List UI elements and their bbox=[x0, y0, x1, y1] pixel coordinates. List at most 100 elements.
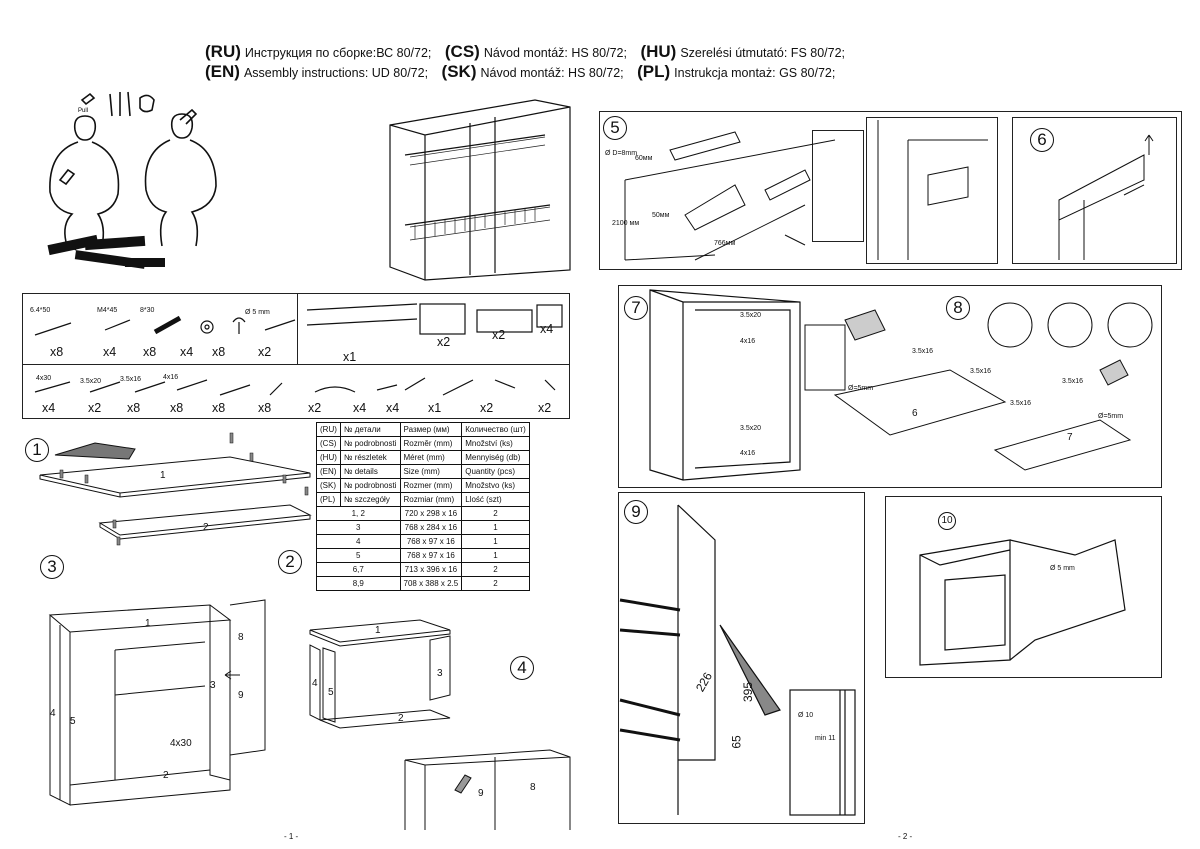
step-6-box bbox=[1012, 117, 1177, 264]
step-8-screw-d: 3.5x16 bbox=[1062, 378, 1084, 385]
step-9-diameter: Ø 10 bbox=[798, 712, 814, 719]
hardware-divider-h bbox=[22, 364, 569, 365]
step-7-number: 7 bbox=[624, 296, 648, 320]
step-5-50mm: 50мм bbox=[652, 212, 670, 219]
lang-code-sk: (SK) bbox=[441, 62, 477, 81]
hw-qty-1: x8 bbox=[50, 345, 64, 359]
step-3-panel-9: 9 bbox=[238, 690, 244, 701]
step-7-drawing bbox=[649, 289, 801, 481]
step-10-diameter: Ø 5 mm bbox=[1050, 565, 1075, 572]
hw-qty-r2-9: x4 bbox=[386, 401, 400, 415]
step-10-panel bbox=[885, 496, 1162, 678]
step-3-number: 3 bbox=[40, 555, 64, 579]
step-2-panel-3: 3 bbox=[437, 668, 443, 679]
step-4-drawing bbox=[404, 749, 571, 830]
hw-qty-r2-4: x8 bbox=[170, 401, 184, 415]
hw-qty-r2-6: x8 bbox=[258, 401, 272, 415]
step-2-panel-1: 1 bbox=[375, 625, 381, 636]
step-5-drawing bbox=[624, 131, 836, 261]
hw-label-6-4x50: 6.4*50 bbox=[30, 307, 51, 314]
step-5-divider-1 bbox=[866, 117, 998, 264]
hardware-row1-drawings bbox=[34, 303, 563, 396]
hw-qty-r2-11: x2 bbox=[480, 401, 494, 415]
step-5-2100mm: 2100 мм bbox=[612, 220, 640, 227]
step-9-drawing bbox=[619, 504, 856, 816]
step-8-screw-b: 3.5x16 bbox=[970, 368, 992, 375]
step-1-number: 1 bbox=[25, 438, 49, 462]
step-8-drawing bbox=[804, 302, 1153, 471]
hw-qty-cap: x4 bbox=[540, 322, 554, 336]
hw-qty-r2-12: x2 bbox=[538, 401, 552, 415]
hw-qty-2: x4 bbox=[103, 345, 117, 359]
hw-qty-4: x4 bbox=[180, 345, 194, 359]
step-1-panel-2: 2 bbox=[203, 522, 209, 533]
step-2-panel-2: 2 bbox=[398, 713, 404, 724]
tools-and-people-illustration: Pull bbox=[47, 91, 217, 269]
title-en: Assembly instructions: UD 80/72; bbox=[243, 66, 429, 80]
hw-qty-bracket: x2 bbox=[437, 335, 451, 349]
step-9-dim-65: 65 bbox=[729, 735, 744, 749]
step-5-drill-diameter: Ø D=8mm bbox=[605, 150, 638, 157]
lang-code-pl: (PL) bbox=[637, 62, 671, 81]
hw-label-4x30: 4x30 bbox=[36, 375, 52, 382]
step-8-number: 8 bbox=[946, 296, 970, 320]
step-3-panel-2: 2 bbox=[163, 770, 169, 781]
title-sk: Návod montáž: HS 80/72; bbox=[480, 66, 624, 80]
step-8-drill-a: Ø=5mm bbox=[848, 385, 874, 392]
step-8-panel-7: 7 bbox=[1067, 432, 1073, 443]
step-3-panel-8: 8 bbox=[238, 632, 244, 643]
step-4-panel-9: 9 bbox=[478, 788, 484, 799]
step-6-drawing bbox=[1058, 134, 1154, 260]
hw-qty-5: x8 bbox=[212, 345, 226, 359]
hw-qty-rail: x2 bbox=[492, 328, 506, 342]
step-10-drawing bbox=[919, 539, 1126, 666]
hw-label-8x30: 8*30 bbox=[140, 307, 155, 314]
step-5-detail-drawing bbox=[877, 120, 988, 260]
hw-label-m4x45: M4*45 bbox=[97, 307, 118, 314]
hw-label-3-5x16: 3.5x16 bbox=[120, 376, 142, 383]
step-5-766mm: 766мм bbox=[714, 240, 736, 247]
hw-qty-r2-10: x1 bbox=[428, 401, 442, 415]
step-9-min: min 11 bbox=[815, 735, 836, 742]
step-7-screw-b: 4x16 bbox=[740, 338, 756, 345]
lang-code-hu: (HU) bbox=[640, 42, 677, 61]
title-pl: Instrukcja montaż: GS 80/72; bbox=[674, 66, 836, 80]
hw-qty-r2-8: x4 bbox=[353, 401, 367, 415]
step-1-drawing bbox=[39, 432, 312, 546]
step-8-screw-c: 3.5x16 bbox=[1010, 400, 1032, 407]
hw-qty-rack: x1 bbox=[343, 350, 357, 364]
step-3-drawing bbox=[48, 599, 266, 806]
hw-qty-6: x2 bbox=[258, 345, 272, 359]
hw-qty-3: x8 bbox=[143, 345, 157, 359]
step-5-number: 5 bbox=[603, 116, 627, 140]
step-4-number: 4 bbox=[510, 656, 534, 680]
step-2-number: 2 bbox=[278, 550, 302, 574]
hw-label-5mm: Ø 5 mm bbox=[245, 309, 270, 316]
title-ru: Инструкция по сборке:ВС 80/72; bbox=[244, 46, 432, 60]
title-hu: Szerelési útmutató: FS 80/72; bbox=[680, 46, 846, 60]
hw-label-3-5x20: 3.5x20 bbox=[80, 378, 102, 385]
pull-label: Pull bbox=[78, 108, 88, 114]
assembled-cabinet-illustration bbox=[389, 99, 571, 281]
step-3-screw-label: 4x30 bbox=[170, 738, 192, 749]
step-3-panel-3: 3 bbox=[210, 680, 216, 691]
step-8-screw-a: 3.5x16 bbox=[912, 348, 934, 355]
step-5-6-panel bbox=[599, 111, 1182, 270]
hw-qty-r2-2: x2 bbox=[88, 401, 102, 415]
page-number-right: - 2 - bbox=[898, 832, 913, 841]
step-3-panel-1: 1 bbox=[145, 618, 151, 629]
step-9-number: 9 bbox=[624, 500, 648, 524]
